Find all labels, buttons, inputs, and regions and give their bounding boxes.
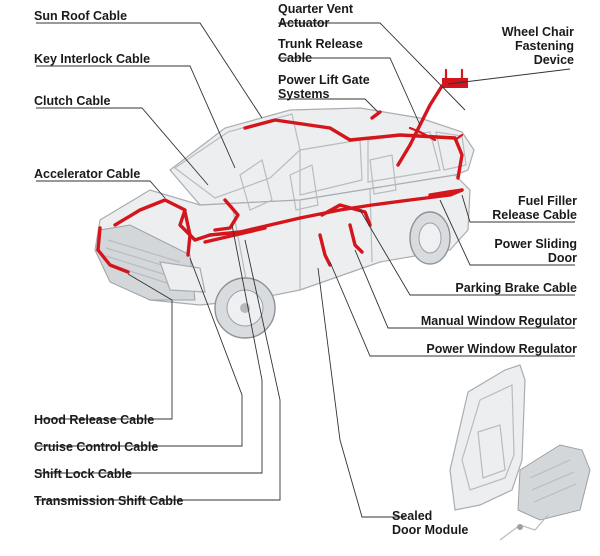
label-trunk-release-cable-line2: Cable bbox=[278, 51, 312, 65]
label-power-window-regulator: Power Window Regulator bbox=[426, 342, 577, 356]
power-lift-gate-cable-path bbox=[370, 110, 382, 120]
manual-window-regulator-path bbox=[348, 223, 364, 254]
sealed-door-module-illustration bbox=[449, 364, 591, 541]
label-cruise-control-cable: Cruise Control Cable bbox=[34, 440, 158, 454]
label-power-sliding-line2: Door bbox=[548, 251, 577, 265]
parking-brake-cable-path bbox=[320, 203, 372, 227]
label-hood-release-cable: Hood Release Cable bbox=[34, 413, 154, 427]
cruise-control-cable-path bbox=[183, 210, 192, 257]
floor-cable-path bbox=[298, 188, 464, 220]
label-shift-lock-cable: Shift Lock Cable bbox=[34, 467, 132, 481]
label-power-lift-gate-line2: Systems bbox=[278, 87, 329, 101]
quarter-vent-cable-path bbox=[453, 133, 464, 142]
label-manual-window-regulator: Manual Window Regulator bbox=[421, 314, 577, 328]
label-sealed-door-module-line2: Door Module bbox=[392, 523, 468, 537]
fuel-filler-cable-path bbox=[428, 188, 464, 197]
label-power-lift-gate-line1: Power Lift Gate bbox=[278, 73, 370, 87]
label-wheel-chair-line1: Wheel Chair bbox=[502, 25, 574, 39]
roof-rail-cable-path bbox=[348, 133, 464, 180]
label-fuel-filler-line1: Fuel Filler bbox=[518, 194, 577, 208]
label-fuel-filler-line2: Release Cable bbox=[492, 208, 577, 222]
hood-release-cable-path bbox=[96, 226, 130, 274]
sun-roof-cable-path bbox=[243, 118, 352, 142]
label-key-interlock-cable: Key Interlock Cable bbox=[34, 52, 150, 66]
transmission-shift-cable-path bbox=[203, 226, 267, 244]
trunk-release-cable-path bbox=[408, 126, 437, 142]
label-transmission-shift-cable: Transmission Shift Cable bbox=[34, 494, 183, 508]
label-wheel-chair-line2: Fastening bbox=[515, 39, 574, 53]
label-trunk-release-cable-line1: Trunk Release bbox=[278, 37, 363, 51]
label-accelerator-cable: Accelerator Cable bbox=[34, 167, 140, 181]
label-wheel-chair-line3: Device bbox=[534, 53, 574, 67]
key-interlock-cable-path bbox=[213, 198, 240, 232]
leader-lines bbox=[36, 22, 575, 518]
power-window-regulator-path bbox=[318, 233, 332, 267]
label-power-sliding-line1: Power Sliding bbox=[494, 237, 577, 251]
accelerator-cable-path bbox=[113, 198, 212, 242]
clutch-cable-path bbox=[208, 216, 302, 237]
label-parking-brake-cable: Parking Brake Cable bbox=[455, 281, 577, 295]
label-sun-roof-cable: Sun Roof Cable bbox=[34, 9, 127, 23]
labels: Sun Roof Cable Key Interlock Cable Clutc… bbox=[34, 2, 577, 537]
label-quarter-vent-actuator-line2: Actuator bbox=[278, 16, 330, 30]
label-clutch-cable: Clutch Cable bbox=[34, 94, 110, 108]
minivan-illustration bbox=[94, 107, 475, 339]
label-sealed-door-module-line1: Sealed bbox=[392, 509, 432, 523]
label-quarter-vent-actuator-line1: Quarter Vent bbox=[278, 2, 354, 16]
